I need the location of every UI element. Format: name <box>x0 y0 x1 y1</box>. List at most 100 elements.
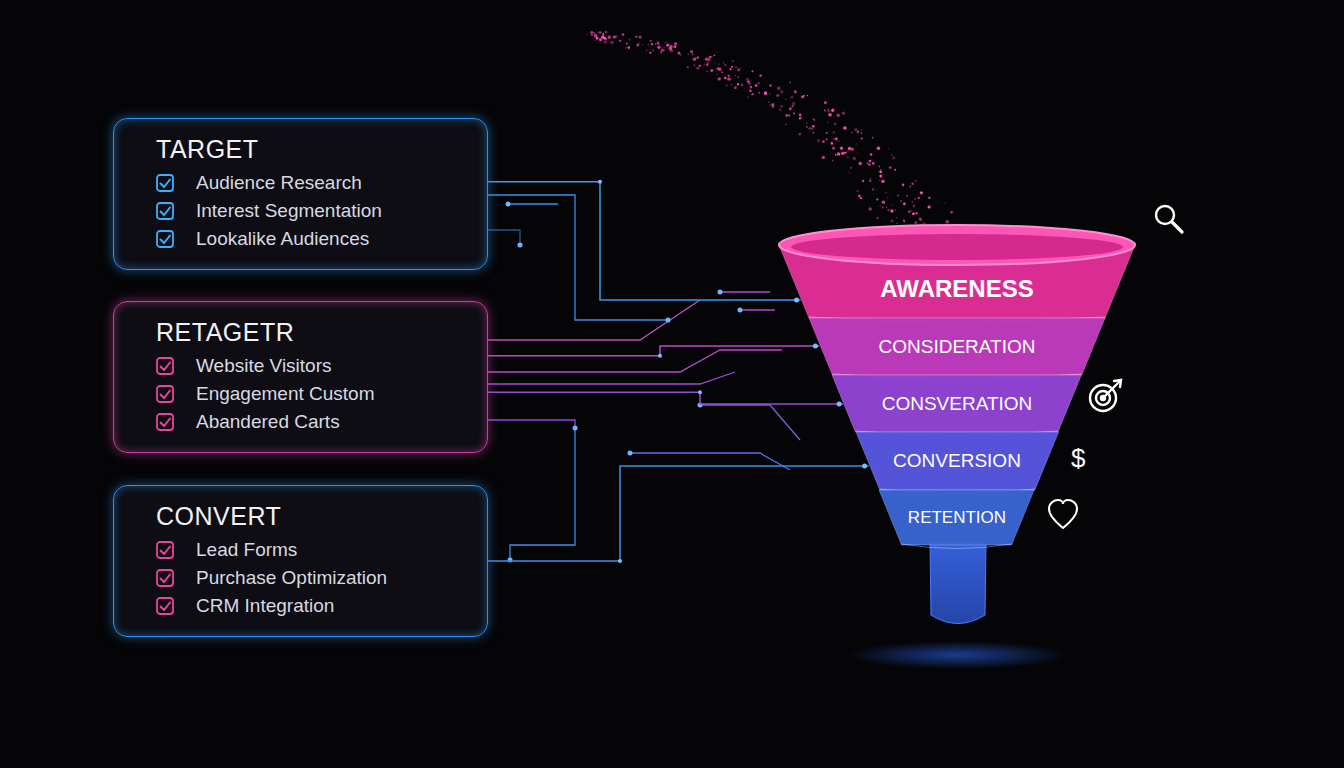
particle <box>834 123 837 126</box>
particle <box>912 201 913 202</box>
checklist-row: Abandered Carts <box>156 408 465 436</box>
checklist-row: Website Visitors <box>156 352 465 380</box>
particle <box>837 152 840 155</box>
particle <box>813 118 815 120</box>
particle <box>828 113 831 116</box>
checklist-item: Engagement Custom <box>196 383 375 405</box>
particle <box>660 51 662 53</box>
circuit-connector <box>488 464 869 564</box>
particle <box>737 83 739 85</box>
particle <box>857 153 858 154</box>
particle <box>894 169 896 171</box>
particle <box>750 86 753 89</box>
particle <box>879 170 882 173</box>
checklist-panel: CONVERTLead FormsPurchase OptimizationCR… <box>113 485 488 637</box>
stage-label: AWARENESS <box>880 275 1033 303</box>
checklist-item: CRM Integration <box>196 595 334 617</box>
particle <box>718 63 720 65</box>
particle <box>604 41 605 42</box>
particle <box>826 139 828 141</box>
particle <box>843 126 846 129</box>
particle <box>604 41 607 44</box>
funnel-band-shape <box>779 223 1135 318</box>
particle <box>688 54 689 55</box>
floor-glow <box>848 641 1068 669</box>
particle <box>751 70 753 72</box>
particle <box>639 43 640 44</box>
particle <box>741 67 742 68</box>
particle <box>651 43 654 46</box>
particle <box>892 156 895 159</box>
particle <box>615 35 618 38</box>
particle <box>674 42 677 45</box>
particle <box>878 171 880 173</box>
particle <box>849 172 851 174</box>
particle <box>708 58 711 61</box>
particle <box>746 78 750 82</box>
particle <box>768 101 770 103</box>
particle <box>831 109 834 112</box>
particle <box>896 223 897 224</box>
particle <box>721 71 723 73</box>
checklist-item: Website Visitors <box>196 355 332 377</box>
particle <box>835 137 838 140</box>
particle <box>647 44 649 46</box>
particle <box>854 128 857 131</box>
particle <box>664 49 665 50</box>
particle <box>878 166 880 168</box>
particle <box>650 40 652 42</box>
particle <box>695 57 697 59</box>
particle <box>708 56 711 59</box>
checkbox-icon <box>156 385 174 403</box>
particle <box>646 50 647 51</box>
particle <box>903 221 905 223</box>
particle <box>827 139 828 140</box>
checklist-item: Interest Segmentation <box>196 200 382 222</box>
search-icon <box>1156 206 1182 232</box>
particle <box>855 143 857 145</box>
stage-label: CONSVERATION <box>882 393 1033 415</box>
particle <box>895 209 896 210</box>
particle <box>794 90 797 93</box>
connector-dot <box>862 464 867 469</box>
particle <box>759 74 761 76</box>
particle <box>789 97 790 98</box>
particle <box>903 202 906 205</box>
particle <box>872 188 875 191</box>
particle <box>860 154 861 155</box>
particle <box>642 44 643 45</box>
particle <box>771 103 774 106</box>
particle <box>703 60 704 61</box>
particle <box>710 69 713 72</box>
particle <box>698 64 701 67</box>
checklist-row: Engagement Custom <box>156 380 465 408</box>
particle <box>896 217 897 218</box>
particle <box>858 194 861 197</box>
particle <box>900 200 902 202</box>
particle <box>886 207 887 208</box>
particle <box>599 38 602 41</box>
particle <box>605 31 607 33</box>
particle <box>915 180 917 182</box>
particle <box>696 67 698 69</box>
particle <box>726 85 728 87</box>
particle <box>825 111 826 112</box>
checklist-item: Abandered Carts <box>196 411 340 433</box>
particle <box>867 162 868 163</box>
panel-heading: TARGET <box>156 133 465 165</box>
particle <box>655 43 657 45</box>
particle <box>884 201 885 202</box>
panel-heading: CONVERT <box>156 500 465 532</box>
particle <box>769 84 772 87</box>
particle <box>627 46 630 49</box>
dollar-icon: $ <box>1071 443 1085 474</box>
particle <box>635 36 637 38</box>
particle <box>808 128 810 130</box>
particle <box>665 42 666 43</box>
particle <box>897 195 899 197</box>
particle <box>716 74 717 75</box>
particle <box>870 178 871 179</box>
particle <box>806 122 807 123</box>
particle <box>862 180 864 182</box>
particle <box>882 201 885 204</box>
